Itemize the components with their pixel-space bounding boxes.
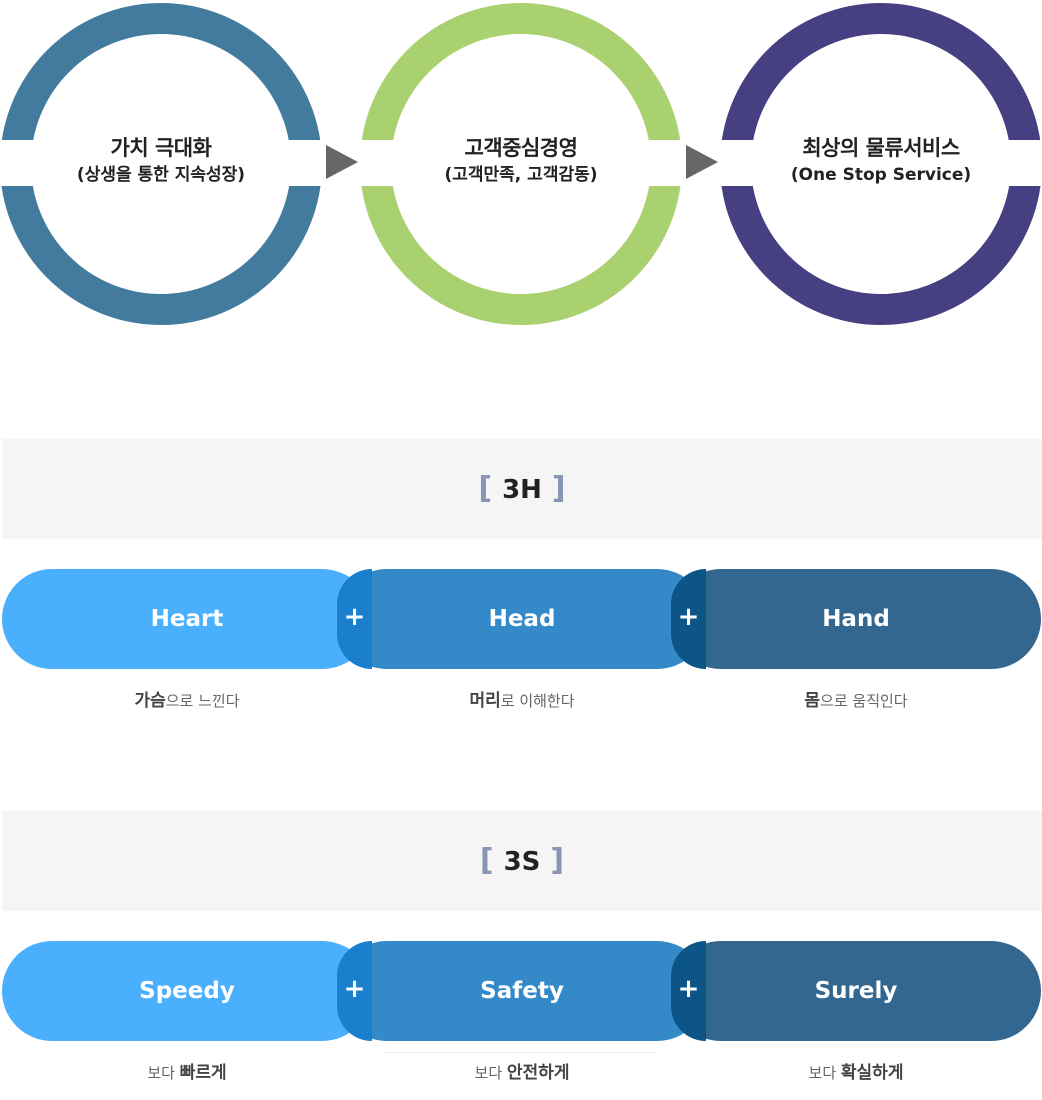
caption-hand: 몸으로 움직인다 bbox=[804, 691, 908, 711]
caption-head: 머리로 이해한다 bbox=[469, 691, 575, 711]
caption-heart: 가슴으로 느낀다 bbox=[134, 691, 240, 711]
caption-safety: 보다 안전하게 bbox=[474, 1063, 570, 1083]
pill-surely: Surely bbox=[671, 941, 1041, 1041]
circle-band bbox=[690, 140, 1042, 186]
pill-label: Surely bbox=[814, 978, 898, 1004]
circle-text-1: 가치 극대화 (상생을 통한 지속성장) bbox=[0, 133, 322, 187]
pill-label: Heart bbox=[150, 606, 224, 632]
pill-hand: Hand bbox=[671, 569, 1041, 669]
arrow-right-icon bbox=[686, 145, 718, 179]
plus-icon: + bbox=[671, 569, 706, 669]
plus-icon: + bbox=[671, 941, 706, 1041]
section-title: 3H bbox=[502, 475, 542, 505]
section-title: 3S bbox=[503, 847, 541, 877]
bracket-close: ] bbox=[550, 843, 565, 878]
section-header-3s: [3S] bbox=[2, 811, 1042, 911]
caption-speedy: 보다 빠르게 bbox=[147, 1063, 227, 1083]
circle-subtitle: (One Stop Service) bbox=[790, 165, 972, 185]
bracket-open: [ bbox=[479, 843, 494, 878]
circle-text-2: 고객중심경영 (고객만족, 고객감동) bbox=[360, 133, 682, 187]
circle-text-3: 최상의 물류서비스 (One Stop Service) bbox=[720, 133, 1042, 187]
circle-band bbox=[0, 140, 350, 186]
bracket-open: [ bbox=[478, 471, 493, 506]
circle-title: 고객중심경영 bbox=[464, 136, 578, 160]
section-header-3h: [3H] bbox=[2, 439, 1042, 539]
pill-label: Head bbox=[488, 606, 556, 632]
pill-head: Head bbox=[337, 569, 707, 669]
circle-band bbox=[330, 140, 710, 186]
circle-subtitle: (상생을 통한 지속성장) bbox=[76, 165, 246, 185]
caption-surely: 보다 확실하게 bbox=[808, 1063, 904, 1083]
circle-subtitle: (고객만족, 고객감동) bbox=[444, 165, 598, 185]
pill-speedy: Speedy bbox=[2, 941, 372, 1041]
plus-icon: + bbox=[337, 941, 372, 1041]
pill-label: Hand bbox=[822, 606, 890, 632]
arrow-right-icon bbox=[326, 145, 358, 179]
bracket-close: ] bbox=[551, 471, 566, 506]
divider bbox=[384, 1052, 656, 1053]
pill-label: Safety bbox=[480, 978, 564, 1004]
pill-safety: Safety bbox=[337, 941, 707, 1041]
circle-title: 최상의 물류서비스 bbox=[802, 136, 960, 160]
plus-icon: + bbox=[337, 569, 372, 669]
circle-title: 가치 극대화 bbox=[110, 136, 212, 160]
pill-heart: Heart bbox=[2, 569, 372, 669]
pill-label: Speedy bbox=[139, 978, 235, 1004]
